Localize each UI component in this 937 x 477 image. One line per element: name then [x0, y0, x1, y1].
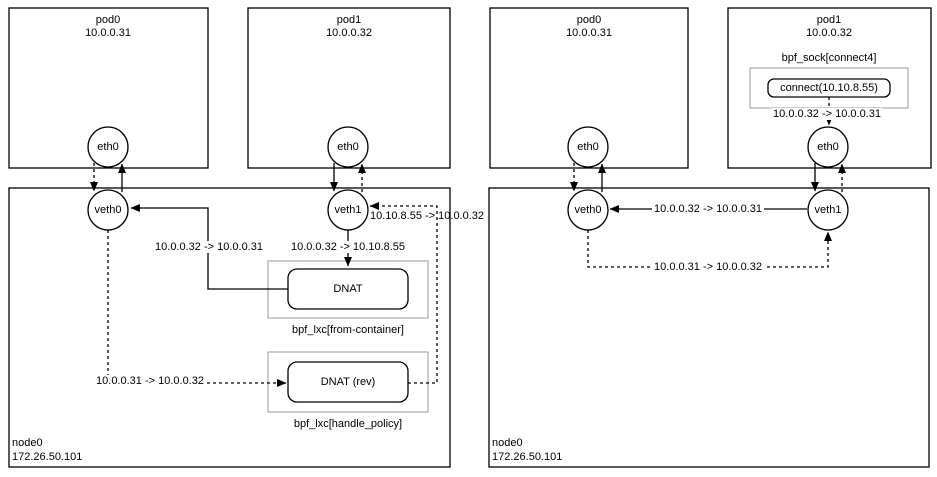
left-dnat-label: DNAT	[333, 283, 363, 295]
left-arrow-dnat-rev-to-veth1	[369, 202, 438, 384]
left-dnat-rev-box	[287, 361, 409, 403]
right-veth1-circle	[807, 189, 849, 231]
left-veth0-label: veth0	[94, 204, 122, 216]
right-pod0-box	[489, 7, 689, 169]
right-node0-title: node0 172.26.50.101	[492, 437, 562, 464]
left-pod0-box	[8, 7, 209, 169]
left-node0-title: node0 172.26.50.101	[12, 437, 82, 464]
pod-ip: 10.0.0.32	[326, 26, 372, 39]
right-connect-label: connect(10.10.8.55)	[780, 82, 878, 94]
left-dnat-rev-label: DNAT (rev)	[320, 376, 376, 388]
left-node0-box	[8, 187, 451, 468]
pod-ip: 10.0.0.32	[806, 26, 852, 39]
right-pod0-eth0-label: eth0	[577, 141, 599, 153]
left-bpf-handle-policy-box	[267, 351, 429, 413]
left-pod1-eth0-circle	[327, 126, 369, 168]
node-name: node0	[12, 437, 43, 449]
left-flow-service-to-pod: 10.10.8.55 -> 10.0.0.32	[369, 210, 485, 222]
left-pod1-box	[247, 7, 451, 169]
left-flow-pod-to-pod: 10.0.0.32 -> 10.0.0.31	[153, 241, 265, 253]
node-name: node0	[492, 437, 523, 449]
right-node0-box	[488, 187, 930, 468]
pod-name: pod0	[576, 14, 602, 26]
right-pod0-eth0-circle	[567, 126, 609, 168]
left-veth1-label: veth1	[334, 204, 362, 216]
left-flow-reply: 10.0.0.31 -> 10.0.0.32	[94, 375, 206, 387]
right-pod1-eth0-label: eth0	[817, 141, 839, 153]
right-veth0-label: veth0	[574, 204, 602, 216]
right-pod1-eth0-circle	[807, 126, 849, 168]
pod-ip: 10.0.0.31	[566, 26, 612, 39]
right-veth1-label: veth1	[814, 204, 842, 216]
right-flow-pod-to-pod: 10.0.0.32 -> 10.0.0.31	[652, 203, 764, 215]
left-pod0-eth0-label: eth0	[97, 141, 119, 153]
node-ip: 172.26.50.101	[492, 450, 563, 463]
right-flow-reply: 10.0.0.31 -> 10.0.0.32	[652, 261, 764, 273]
right-translated-label: 10.0.0.32 -> 10.0.0.31	[771, 108, 883, 120]
left-pod0-eth0-circle	[87, 126, 129, 168]
right-pod1-title: pod1 10.0.0.32	[806, 14, 852, 39]
left-pod1-eth0-label: eth0	[337, 141, 359, 153]
left-flow-pod-to-service: 10.0.0.32 -> 10.10.8.55	[288, 241, 408, 253]
right-bpf-sock-label: bpf_sock[connect4]	[781, 52, 877, 64]
right-pod1-box	[727, 7, 932, 169]
left-pod1-title: pod1 10.0.0.32	[326, 14, 372, 39]
right-pod0-title: pod0 10.0.0.31	[566, 14, 612, 39]
node-ip: 172.26.50.101	[12, 450, 83, 463]
left-bpf-handle-policy-label: bpf_lxc[handle_policy]	[293, 418, 403, 430]
pod-name: pod1	[336, 14, 362, 26]
pod-name: pod1	[816, 14, 842, 26]
left-pod0-title: pod0 10.0.0.31	[85, 14, 131, 39]
pod-ip: 10.0.0.31	[85, 26, 131, 39]
left-bpf-from-container-label: bpf_lxc[from-container]	[292, 324, 404, 336]
pod-name: pod0	[95, 14, 121, 26]
